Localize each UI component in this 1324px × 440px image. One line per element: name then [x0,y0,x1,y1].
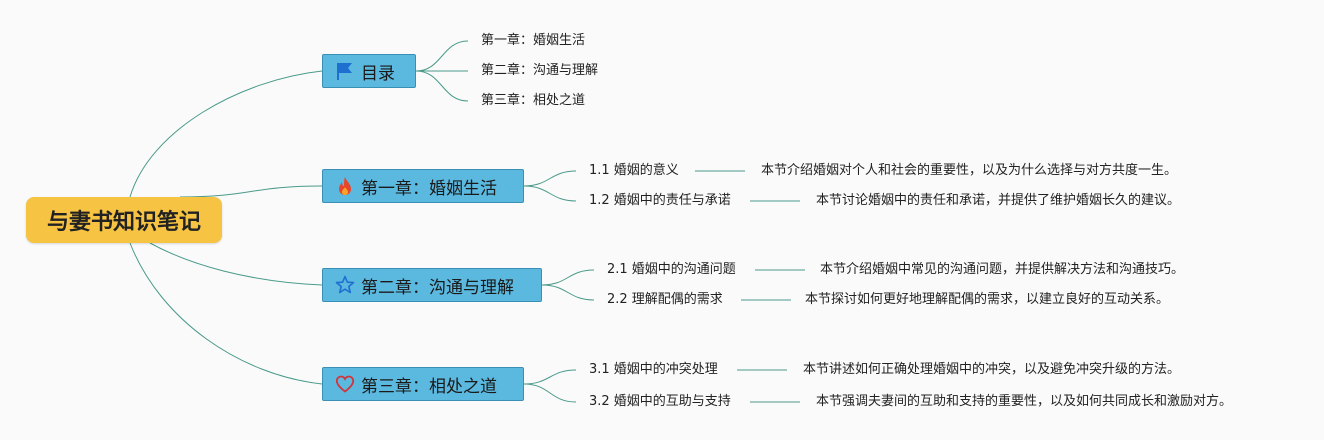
branch-chapter-2-label: 第二章：沟通与理解 [361,277,514,298]
root-to-toc-line [129,70,323,198]
section-1-2-desc: 本节讨论婚姻中的责任和承诺，并提供了维护婚姻长久的建议。 [816,193,1181,208]
branch-toc-label: 目录 [361,63,395,84]
root-to-chapter-1-line [179,185,323,198]
section-1-1-desc: 本节介绍婚姻对个人和社会的重要性，以及为什么选择与对方共度一生。 [761,163,1178,178]
toc-item-1[interactable]: 第一章：婚姻生活 [481,33,586,48]
section-2-1[interactable]: 2.1 婚姻中的沟通问题 [607,262,736,277]
root-to-chapter-3-line [129,242,323,385]
toc-connector-3 [415,70,469,102]
section-2-1-desc: 本节介绍婚姻中常见的沟通问题，并提供解决方法和沟通技巧。 [820,262,1185,277]
root-topic[interactable]: 与妻书知识笔记 [26,197,222,243]
branch-chapter-1-label: 第一章：婚姻生活 [361,178,497,199]
branch-chapter-3[interactable]: 第三章：相处之道 [322,367,524,401]
star-icon [335,275,355,295]
section-3-2-desc: 本节强调夫妻间的互助和支持的重要性，以及如何共同成长和激励对方。 [816,394,1233,409]
section-3-1[interactable]: 3.1 婚姻中的冲突处理 [589,362,718,377]
root-to-chapter-2-line [149,242,323,286]
root-topic-label: 与妻书知识笔记 [46,210,201,235]
section-3-2[interactable]: 3.2 婚姻中的互助与支持 [589,394,731,409]
toc-connector-1 [415,40,469,72]
chapter-1-connector-1 [523,170,577,187]
heart-icon [335,374,355,394]
flag-icon [335,61,355,81]
chapter-1-connector-2 [523,185,577,202]
chapter-2-connector-1 [541,269,595,286]
toc-item-2[interactable]: 第二章：沟通与理解 [481,63,599,78]
chapter-2-connector-2 [541,284,595,301]
fire-icon [335,176,355,196]
section-2-2[interactable]: 2.2 理解配偶的需求 [607,292,723,307]
branch-chapter-2[interactable]: 第二章：沟通与理解 [322,268,542,302]
section-2-2-desc: 本节探讨如何更好地理解配偶的需求，以建立良好的互动关系。 [805,292,1170,307]
branch-chapter-3-label: 第三章：相处之道 [361,376,497,397]
branch-toc[interactable]: 目录 [322,54,416,88]
section-1-2[interactable]: 1.2 婚姻中的责任与承诺 [589,193,731,208]
branch-chapter-1[interactable]: 第一章：婚姻生活 [322,169,524,203]
chapter-3-connector-1 [523,369,577,385]
chapter-3-connector-2 [523,383,577,403]
section-3-1-desc: 本节讲述如何正确处理婚姻中的冲突，以及避免冲突升级的方法。 [803,362,1181,377]
toc-item-3[interactable]: 第三章：相处之道 [481,93,586,108]
section-1-1[interactable]: 1.1 婚姻的意义 [589,163,679,178]
